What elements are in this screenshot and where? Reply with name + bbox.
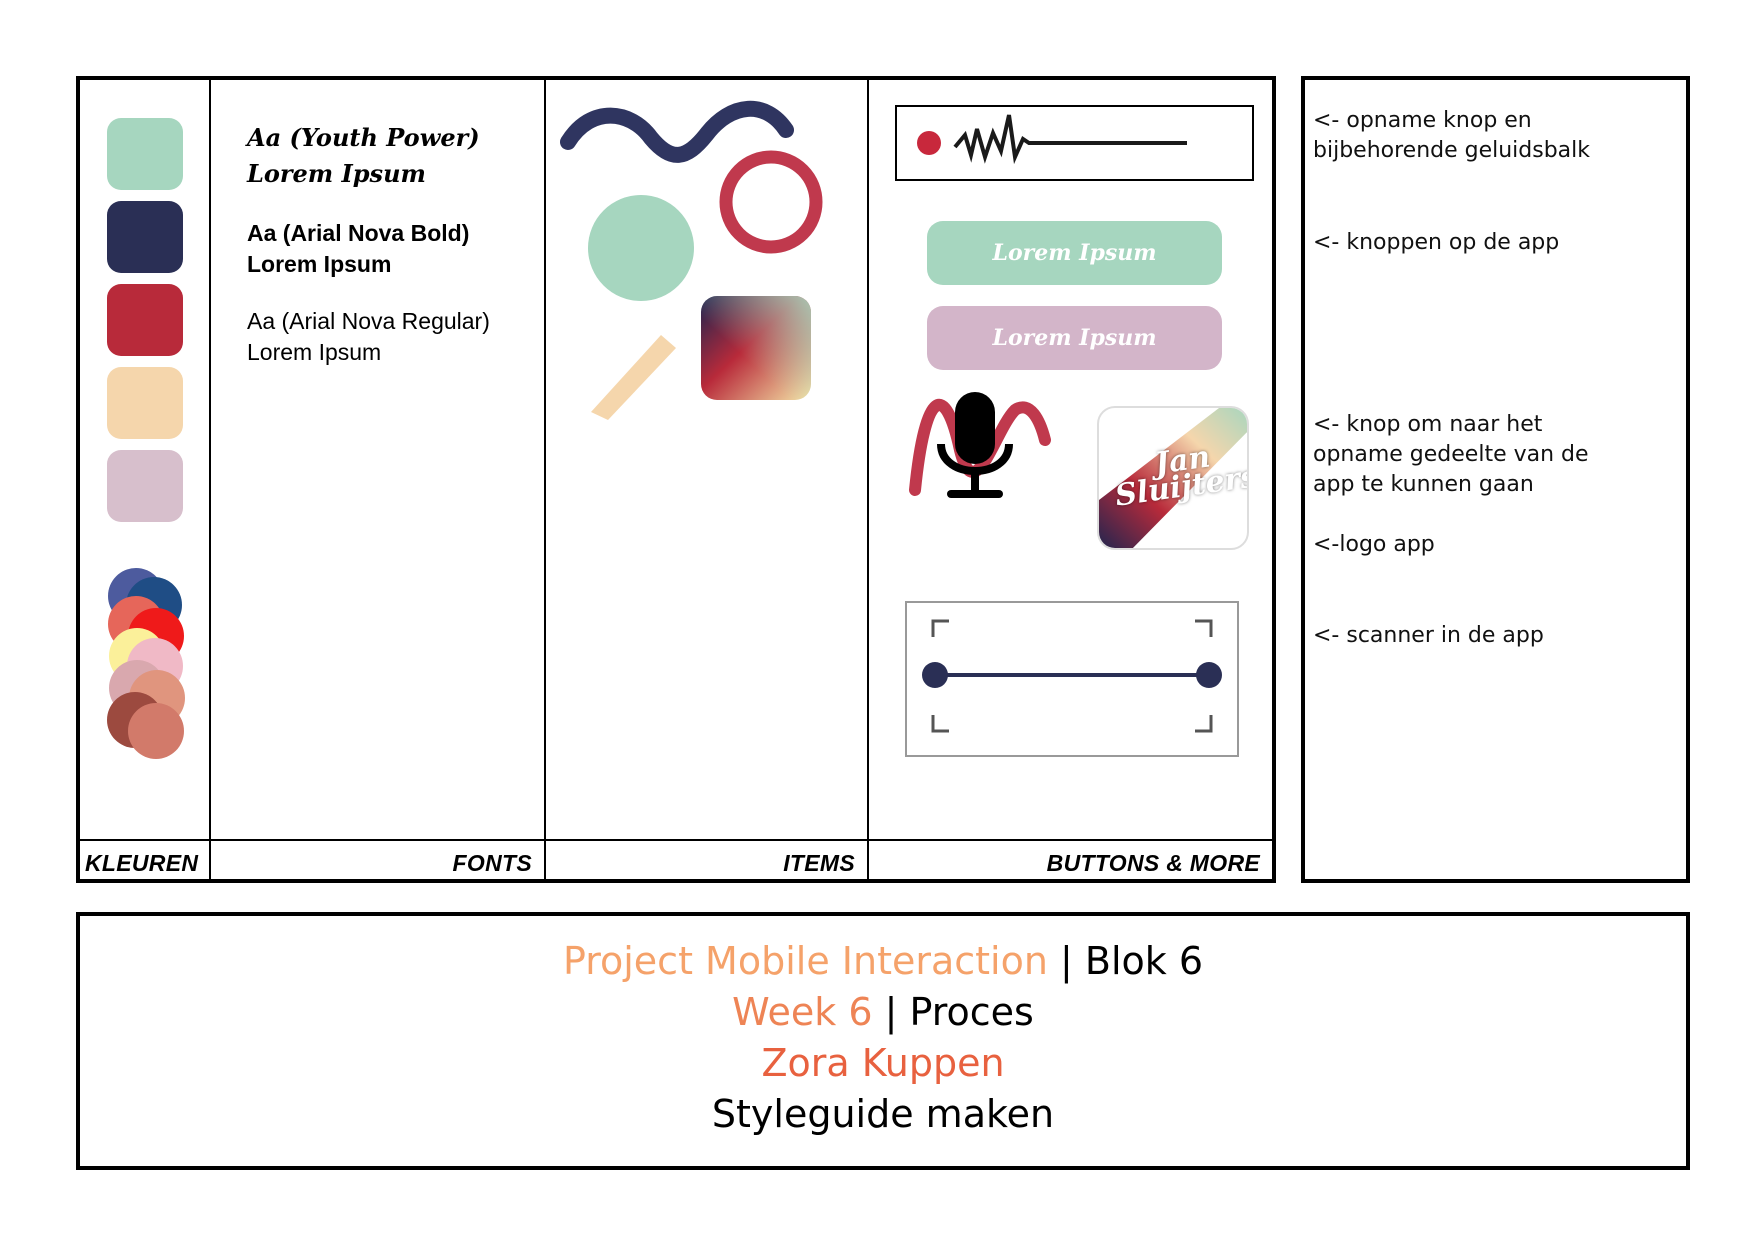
font-sample-line: Lorem Ipsum bbox=[247, 339, 382, 365]
buttons-label: BUTTONS & MORE bbox=[1046, 850, 1260, 876]
record-dot-icon bbox=[917, 131, 941, 155]
secondary-button[interactable]: Lorem Ipsum bbox=[927, 306, 1222, 370]
blok-label: Blok 6 bbox=[1084, 939, 1204, 983]
scanner-frame[interactable] bbox=[905, 601, 1239, 757]
note-record-nav-button: <- knop om naar het opname gedeelte van … bbox=[1313, 412, 1589, 497]
title-line-week: Week 6 | Proces bbox=[80, 987, 1686, 1038]
font-sample-line: Lorem Ipsum bbox=[247, 251, 392, 277]
record-bar[interactable] bbox=[895, 105, 1254, 181]
sound-wave-icon bbox=[917, 114, 1187, 165]
font-sample-line: Aa (Arial Nova Bold) bbox=[247, 220, 470, 246]
brush-ring-icon bbox=[719, 150, 823, 254]
colors-label: KLEUREN bbox=[85, 850, 199, 876]
note-app-buttons: <- knoppen op de app bbox=[1313, 230, 1560, 255]
note-logo: <-logo app bbox=[1313, 532, 1435, 557]
font-sample-line: Aa (Arial Nova Regular) bbox=[247, 308, 490, 334]
fonts-label: FONTS bbox=[452, 850, 532, 876]
swatch-dot bbox=[128, 703, 184, 759]
scanner-icon bbox=[922, 619, 1222, 733]
note-scanner: <- scanner in de app bbox=[1313, 623, 1544, 648]
separator: | bbox=[872, 990, 910, 1034]
week-label: Week 6 bbox=[732, 990, 873, 1034]
brush-circle-icon bbox=[588, 195, 694, 301]
font-sample-line: Aa (Youth Power) bbox=[247, 123, 480, 152]
font-sample-line: Lorem Ipsum bbox=[247, 159, 426, 188]
author-name: Zora Kuppen bbox=[761, 1041, 1005, 1085]
colors-column: KLEUREN bbox=[80, 80, 211, 879]
items-column: ITEMS bbox=[546, 80, 869, 879]
swatch-navy bbox=[107, 201, 183, 273]
styleguide-board: KLEUREN Aa (Youth Power) Lorem Ipsum Aa … bbox=[76, 76, 1276, 883]
swatch-lilac bbox=[107, 450, 183, 522]
buttons-column: Lorem Ipsum Lorem Ipsum bbox=[869, 80, 1272, 879]
brush-stroke-icon bbox=[591, 335, 676, 420]
brush-wave-icon bbox=[560, 100, 794, 163]
title-box: Project Mobile Interaction | Blok 6 Week… bbox=[76, 912, 1690, 1170]
items-label: ITEMS bbox=[783, 850, 855, 876]
font-sample-youth-power: Aa (Youth Power) Lorem Ipsum bbox=[247, 120, 480, 192]
app-logo: Jan Sluijters bbox=[1097, 406, 1249, 550]
title-line-project: Project Mobile Interaction | Blok 6 bbox=[80, 936, 1686, 987]
microphone-icon[interactable] bbox=[905, 370, 1055, 520]
subject-title: Styleguide maken bbox=[711, 1092, 1055, 1136]
label-divider bbox=[80, 839, 1272, 841]
font-sample-arial-bold: Aa (Arial Nova Bold) Lorem Ipsum bbox=[247, 218, 469, 280]
items-artwork bbox=[560, 100, 823, 420]
project-name: Project Mobile Interaction bbox=[562, 939, 1048, 983]
swatch-red bbox=[107, 284, 183, 356]
swatch-mint bbox=[107, 118, 183, 190]
notes-panel: <- opname knop en bijbehorende geluidsba… bbox=[1301, 76, 1690, 883]
proces-label: Proces bbox=[909, 990, 1034, 1034]
swatch-peach bbox=[107, 367, 183, 439]
fonts-column: Aa (Youth Power) Lorem Ipsum Aa (Arial N… bbox=[211, 80, 546, 879]
font-sample-arial-regular: Aa (Arial Nova Regular) Lorem Ipsum bbox=[247, 306, 490, 368]
separator: | bbox=[1047, 939, 1085, 983]
primary-button[interactable]: Lorem Ipsum bbox=[927, 221, 1222, 285]
note-record-button: <- opname knop en bijbehorende geluidsba… bbox=[1313, 108, 1591, 163]
